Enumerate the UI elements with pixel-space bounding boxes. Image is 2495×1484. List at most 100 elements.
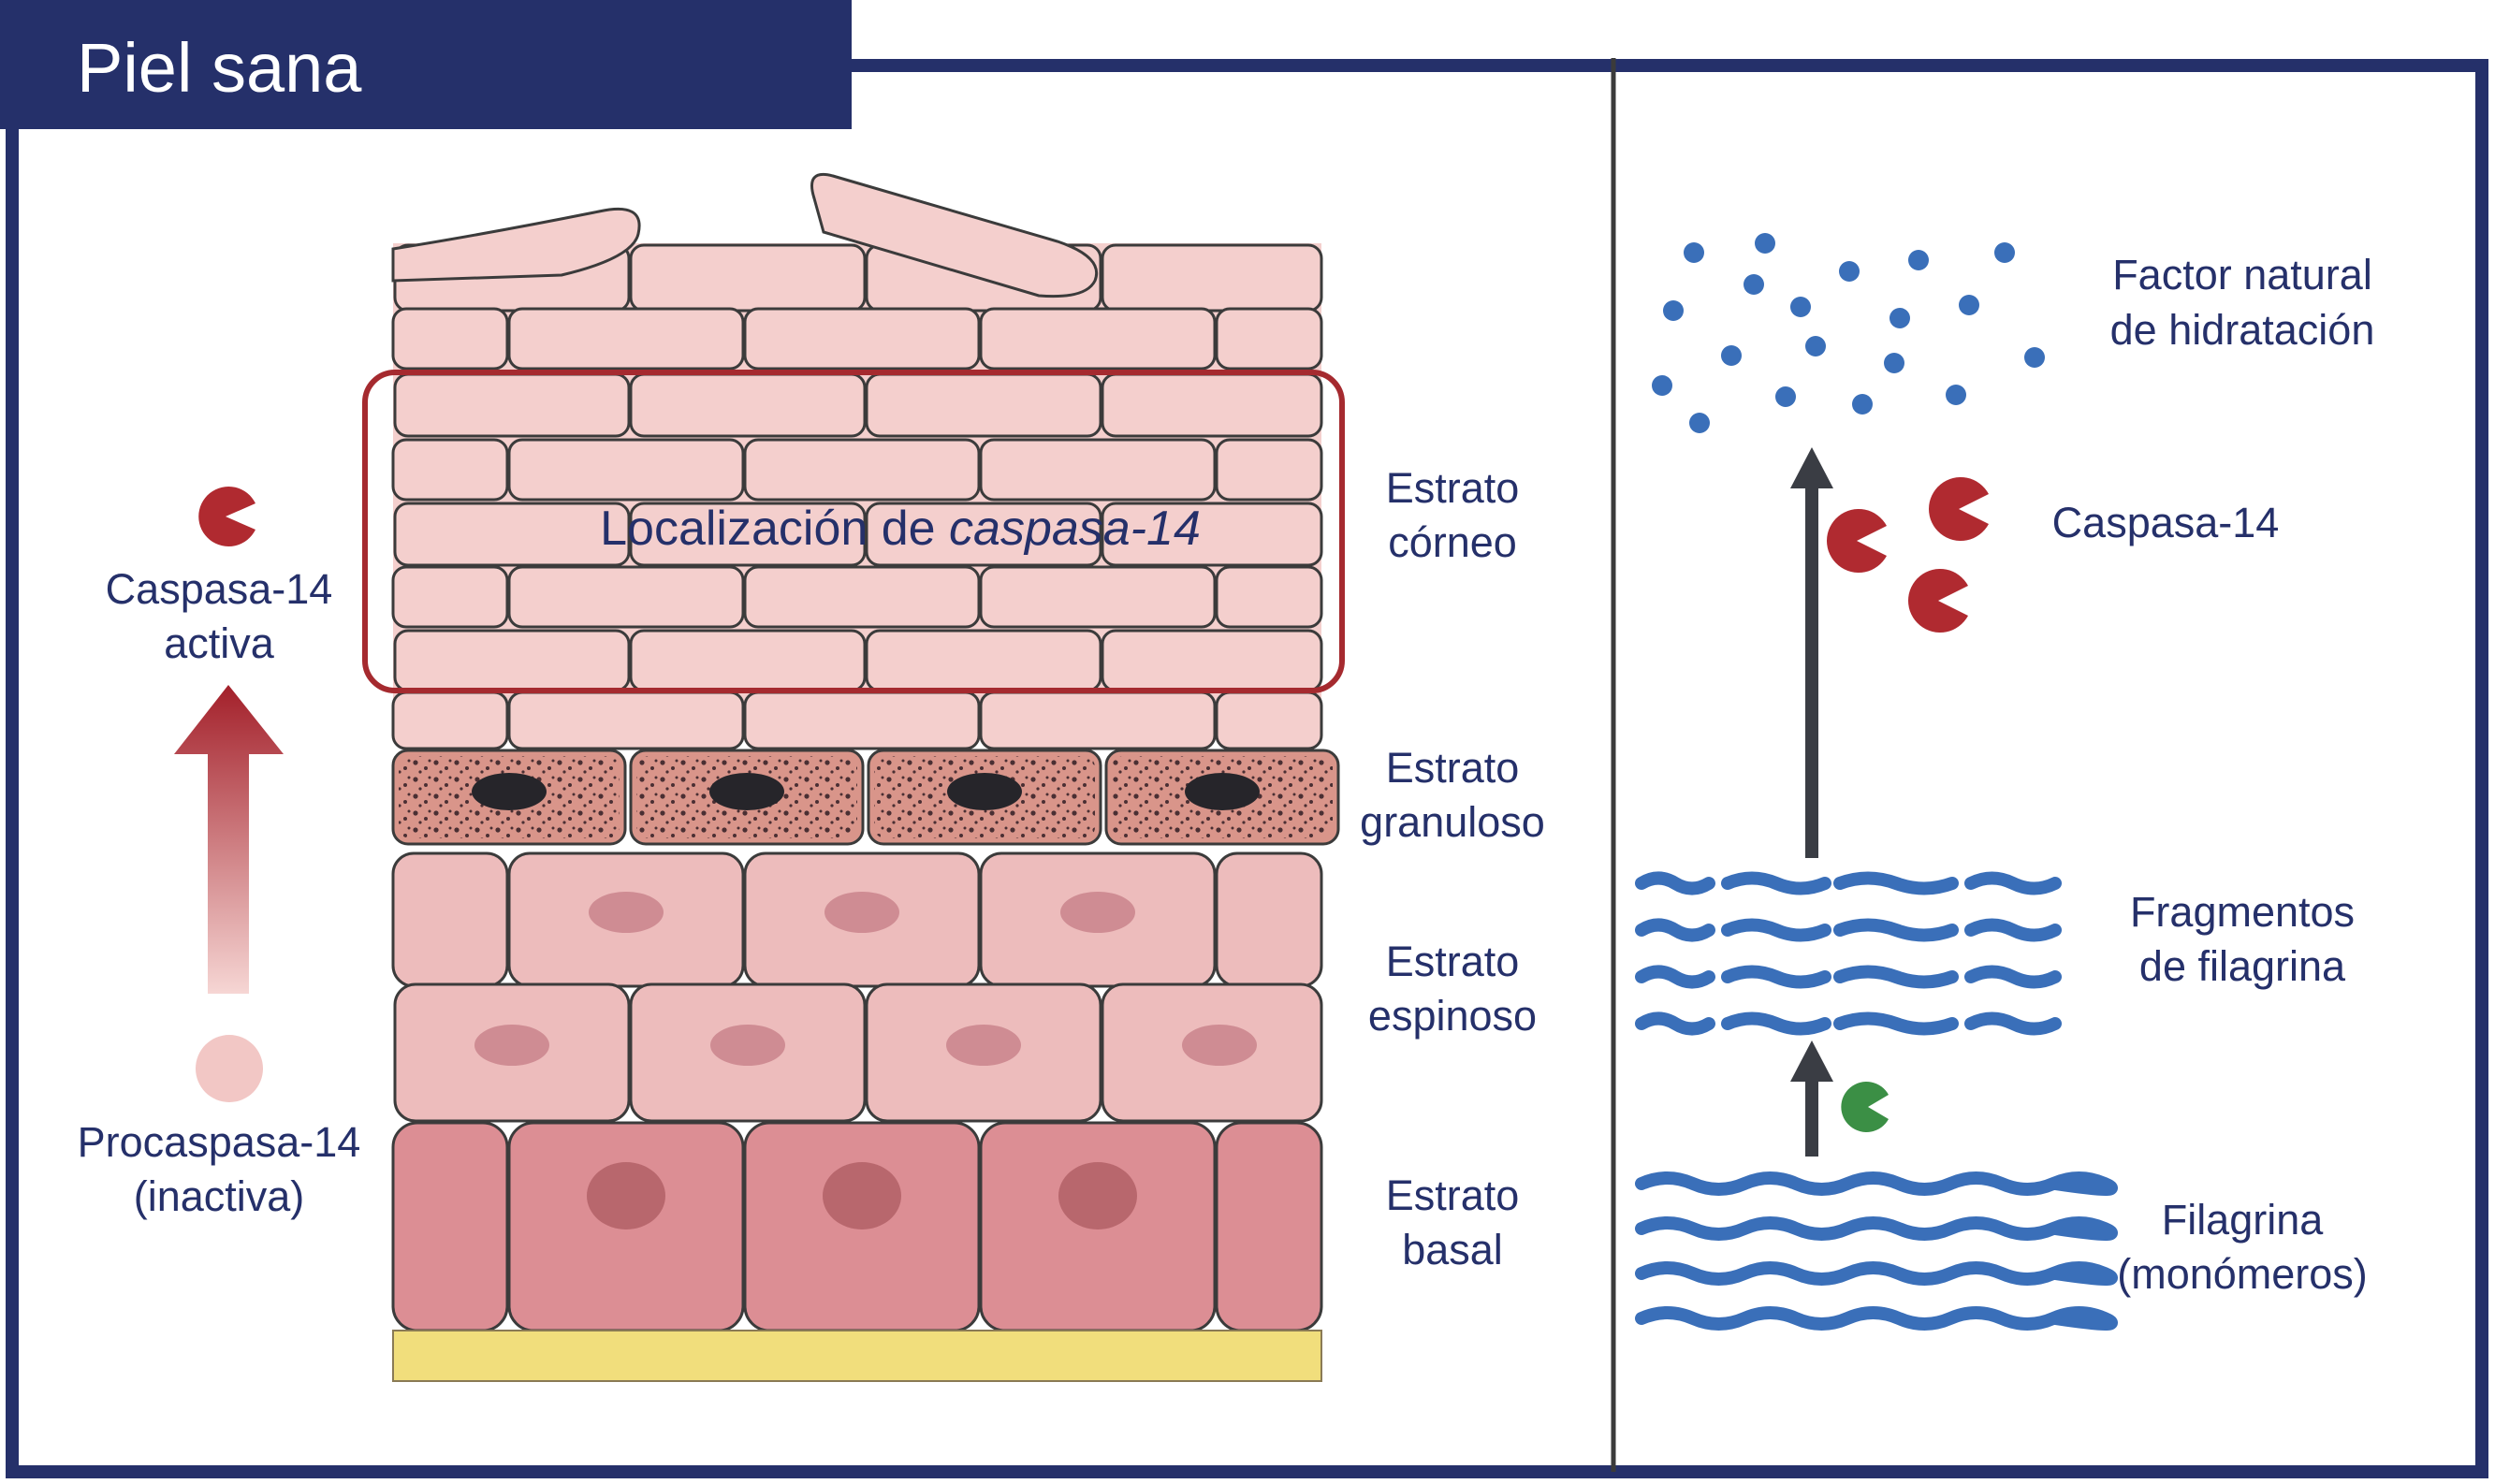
nmf-dot xyxy=(1889,308,1910,328)
caspase-icon-2 xyxy=(1929,477,1989,541)
flaking-cell xyxy=(391,207,641,283)
stratum-basale-cells xyxy=(391,1121,1323,1332)
corneocyte xyxy=(629,372,867,438)
svg-text:córneo: córneo xyxy=(1388,518,1517,566)
nmf-dot xyxy=(1946,385,1966,405)
corneocyte xyxy=(629,629,867,692)
svg-text:Fragmentos: Fragmentos xyxy=(2130,888,2355,936)
procaspase-label: Procaspasa-14 (inactiva) xyxy=(78,1118,361,1220)
nmf-dot xyxy=(1744,274,1764,295)
svg-text:espinoso: espinoso xyxy=(1368,992,1537,1040)
nucleus xyxy=(587,1162,665,1229)
corneocyte xyxy=(393,629,631,692)
nmf-dot xyxy=(2024,347,2045,368)
nucleus xyxy=(947,773,1022,810)
filaggrin-fragment xyxy=(1635,1011,1715,1036)
filaggrin-fragment xyxy=(1964,918,2062,942)
corneocyte xyxy=(1215,438,1323,502)
corneocyte xyxy=(1101,629,1323,692)
svg-text:Estrato: Estrato xyxy=(1386,938,1520,985)
filaggrin-fragment xyxy=(1833,918,1959,942)
caspase-label: Caspasa-14 xyxy=(2052,499,2280,546)
nmf-dot xyxy=(1652,375,1672,396)
corneocyte xyxy=(507,438,745,502)
corneocyte xyxy=(391,565,509,629)
corneocyte xyxy=(865,372,1102,438)
active-caspase-icon xyxy=(198,487,255,546)
nucleus xyxy=(709,773,784,810)
filaggrin-fragment xyxy=(1833,965,1959,989)
corneocyte xyxy=(1101,372,1323,438)
layer-label-basale: Estrato basal xyxy=(1386,1171,1520,1273)
nucleus xyxy=(710,1025,785,1066)
localization-label: Localización de caspasa-14 xyxy=(600,502,1201,556)
corneocyte xyxy=(507,565,745,629)
spinous-cell xyxy=(391,851,509,988)
nmf-dot xyxy=(1721,345,1742,366)
filaggrin-fragment xyxy=(1833,871,1959,895)
caspase-localization-box xyxy=(362,370,1345,693)
nmf-dot xyxy=(1908,250,1929,270)
filaggrin-fragment xyxy=(1833,1011,1959,1036)
nmf-dot xyxy=(1884,353,1904,373)
basal-cell xyxy=(1215,1121,1323,1332)
corneocyte xyxy=(391,438,509,502)
stratum-corneum-cells xyxy=(391,173,1323,750)
corneocyte xyxy=(979,307,1217,371)
nucleus xyxy=(823,1162,901,1229)
nucleus xyxy=(1182,1025,1257,1066)
corneocyte xyxy=(391,307,509,371)
corneocyte xyxy=(1101,502,1323,567)
nucleus xyxy=(1058,1162,1137,1229)
corneocyte xyxy=(393,372,631,438)
filaggrin-fragment xyxy=(1635,871,1715,895)
nucleus xyxy=(474,1025,549,1066)
svg-text:de hidratación: de hidratación xyxy=(2110,306,2375,354)
svg-text:(monómeros): (monómeros) xyxy=(2117,1250,2368,1298)
svg-text:basal: basal xyxy=(1402,1226,1503,1273)
svg-text:Caspasa-14: Caspasa-14 xyxy=(106,565,333,613)
nmf-dot xyxy=(1790,297,1811,317)
corneocyte xyxy=(743,438,981,502)
nmf-dot xyxy=(1663,300,1684,321)
corneocyte xyxy=(865,502,1102,567)
title-text: Piel sana xyxy=(77,29,362,107)
activation-arrow xyxy=(174,685,284,994)
svg-text:activa: activa xyxy=(164,619,275,667)
layer-label-spinosum: Estrato espinoso xyxy=(1368,938,1537,1040)
filaggrin-label: Filagrina (monómeros) xyxy=(2117,1196,2368,1298)
skin-section xyxy=(391,173,1340,1382)
nmf-dot xyxy=(1684,242,1704,263)
outer-frame xyxy=(6,59,2488,1478)
flaking-cell xyxy=(810,173,1098,298)
corneocyte xyxy=(743,565,981,629)
active-caspase-label: Caspasa-14 activa xyxy=(106,565,333,667)
corneocyte xyxy=(1215,565,1323,629)
filaggrin-fragment xyxy=(1964,1011,2062,1036)
svg-text:Procaspasa-14: Procaspasa-14 xyxy=(78,1118,361,1166)
title-tab xyxy=(0,0,852,129)
nmf-dot xyxy=(1959,295,1979,315)
corneocyte xyxy=(979,691,1217,750)
nmf-dot xyxy=(1775,386,1796,407)
filaggrin-fragment xyxy=(1721,918,1831,942)
filaggrin-fragment xyxy=(1964,965,2062,989)
corneocyte xyxy=(391,691,509,750)
svg-text:Estrato: Estrato xyxy=(1386,464,1520,512)
corneocyte xyxy=(629,502,867,567)
filaggrin-monomer xyxy=(1635,1306,2118,1331)
svg-text:Estrato: Estrato xyxy=(1386,744,1520,792)
nmf-dots xyxy=(1652,233,2045,433)
nmf-label: Factor natural de hidratación xyxy=(2110,251,2375,354)
nmf-dot xyxy=(1805,336,1826,356)
corneocyte xyxy=(743,691,981,750)
stratum-spinosum-cells xyxy=(391,851,1323,1123)
corneocyte xyxy=(393,502,631,567)
corneocyte xyxy=(1101,243,1323,313)
nucleus xyxy=(1185,773,1260,810)
corneocyte xyxy=(1215,307,1323,371)
svg-text:granuloso: granuloso xyxy=(1360,798,1545,846)
svg-text:(inactiva): (inactiva) xyxy=(134,1172,305,1220)
corneocyte xyxy=(1215,691,1323,750)
